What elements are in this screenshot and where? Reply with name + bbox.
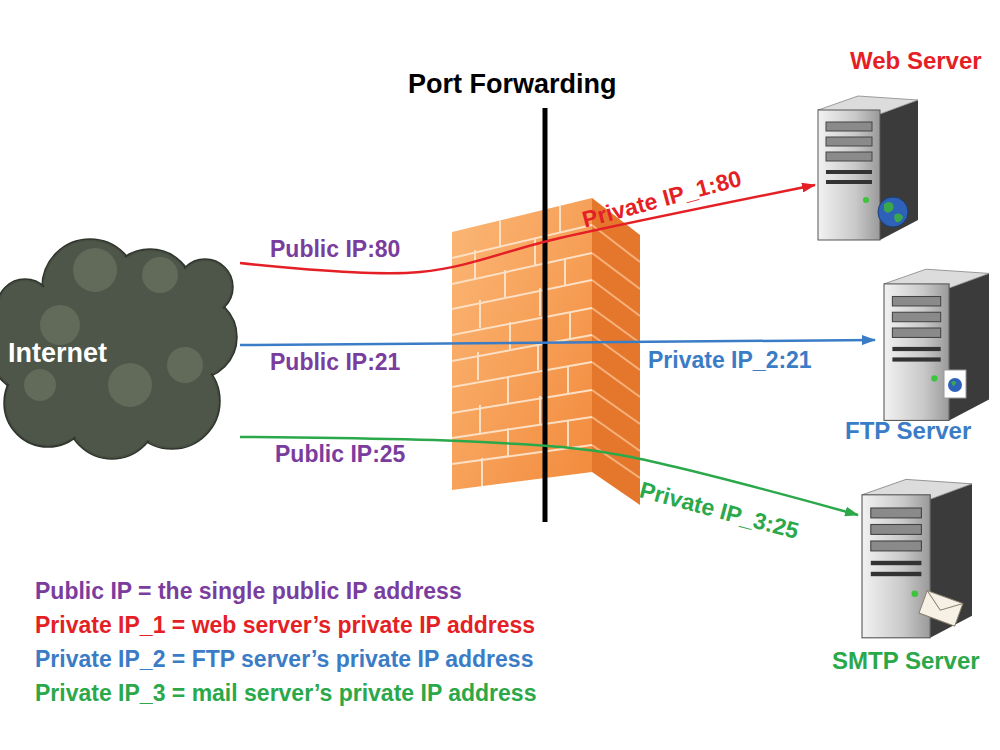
server-node: SMTP Server [858, 470, 1000, 642]
cloud-node: Internet [0, 225, 240, 460]
server-node: Web Server [815, 85, 925, 243]
note-line: Private IP_2 = FTP server’s private IP a… [35, 646, 533, 674]
note-line: Private IP_3 = mail server’s private IP … [35, 680, 536, 708]
node-label: SMTP Server [832, 647, 980, 676]
cloud-highlight [73, 248, 117, 292]
brick-lines [452, 200, 592, 486]
divider-line [543, 108, 548, 522]
cloud-highlight [167, 347, 203, 383]
connector-arrow [240, 340, 875, 345]
private-address-label: Private IP_3:25 [636, 476, 801, 545]
ftp-server-icon [884, 269, 989, 420]
private-address-label: Private IP_1:80 [579, 165, 744, 234]
cloud-puff [179, 261, 231, 313]
server-node: FTP Server [875, 262, 1000, 417]
edge-label: Public IP:80 [270, 236, 400, 264]
edge-label: Public IP:21 [270, 349, 400, 377]
node-label: Web Server [850, 47, 982, 76]
node-label: Internet [8, 337, 107, 369]
cloud-highlight [108, 363, 152, 407]
connector-arrow [240, 437, 858, 515]
smtp-server-icon [862, 479, 972, 637]
private-address-label: Private IP_2:21 [648, 347, 812, 375]
node-label: FTP Server [845, 417, 971, 446]
cloud-highlight [24, 369, 56, 401]
brick-lines-side [592, 225, 640, 478]
note-line: Public IP = the single public IP address [35, 578, 462, 606]
wall-front [452, 198, 592, 490]
connector-arrow [240, 185, 815, 273]
note-line: Private IP_1 = web server’s private IP a… [35, 612, 535, 640]
diagram-title: Port Forwarding [408, 68, 617, 100]
cloud-highlight [142, 257, 178, 293]
edge-label: Public IP:25 [275, 441, 405, 469]
web-server-icon [818, 96, 918, 240]
wall-side [592, 198, 640, 505]
